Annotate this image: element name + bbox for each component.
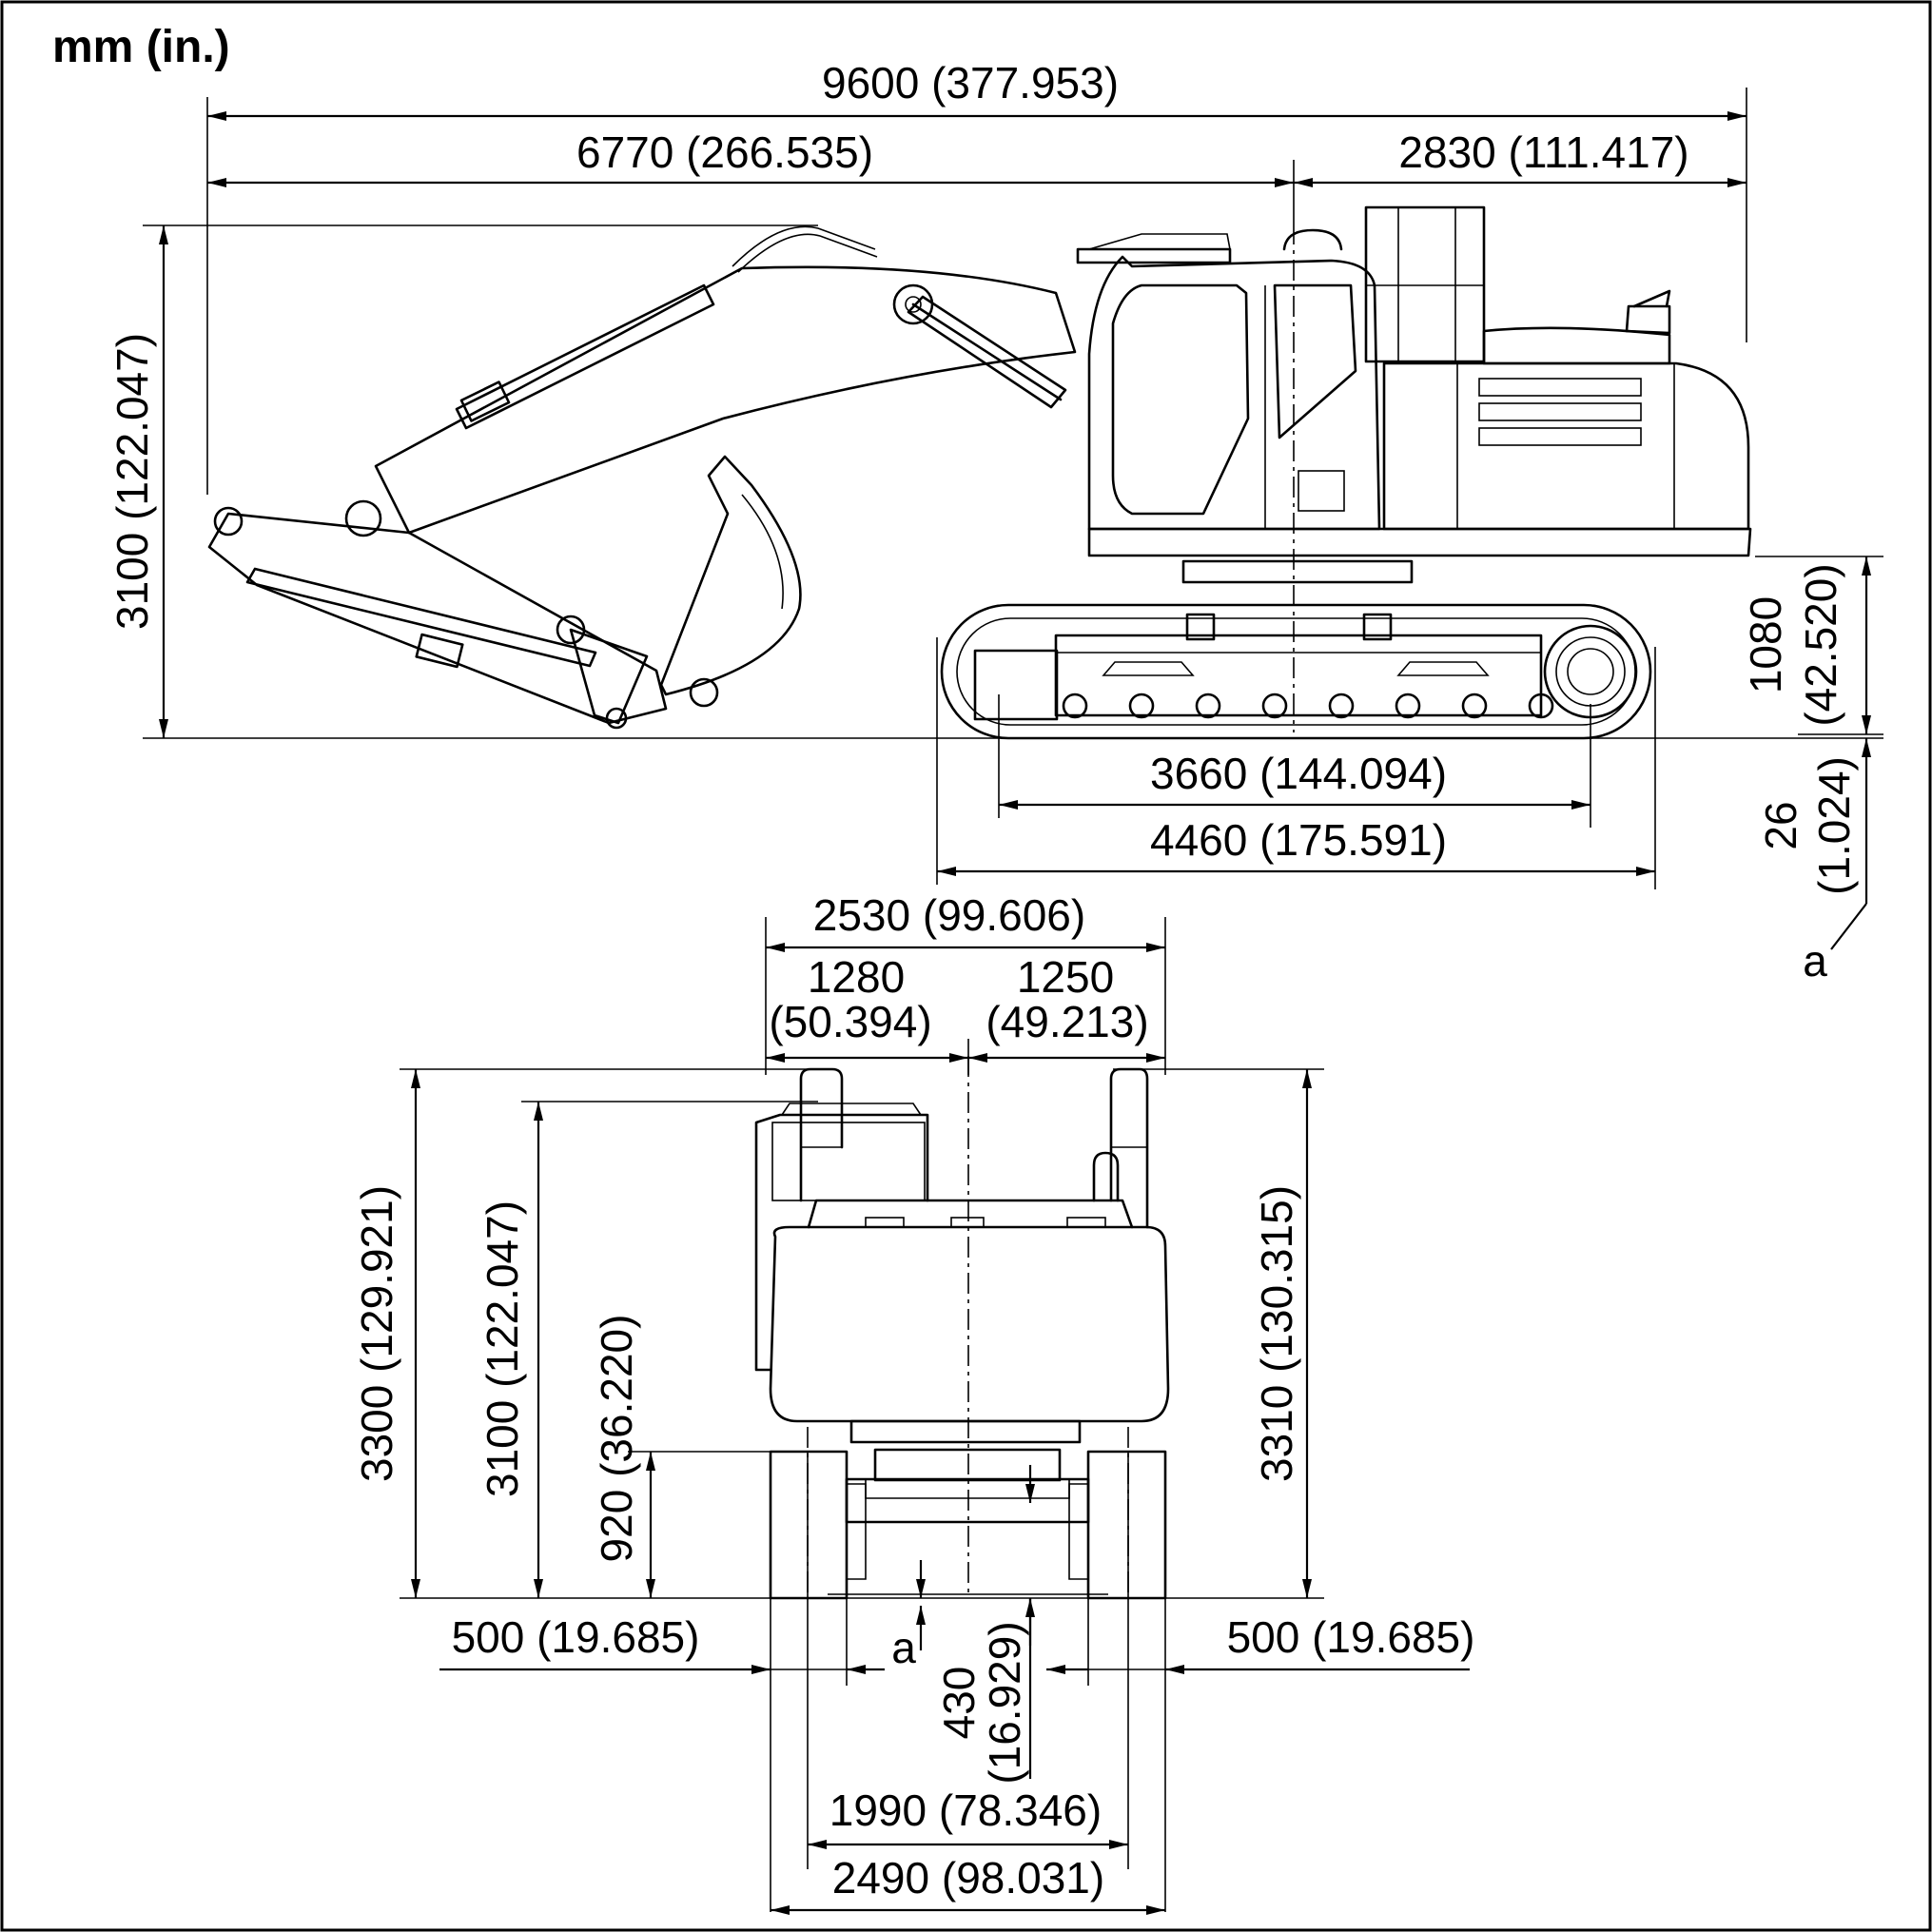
ground-clearance-in: (16.929) bbox=[980, 1621, 1029, 1784]
bucket bbox=[659, 455, 802, 696]
track-gauge-label: 1990 (78.346) bbox=[829, 1786, 1102, 1835]
right-track bbox=[1086, 1450, 1167, 1600]
side-view: 9600 (377.953) 6770 (266.535) 2830 (111.… bbox=[107, 58, 1883, 986]
left-track bbox=[769, 1450, 849, 1600]
cab-front-window bbox=[1111, 283, 1250, 516]
idler-block bbox=[973, 649, 1059, 721]
arm bbox=[207, 512, 668, 725]
bucket-cylinder bbox=[245, 567, 597, 668]
excavator-front-illustration bbox=[754, 1067, 1170, 1600]
front-length-label: 6770 (266.535) bbox=[576, 127, 873, 177]
swing-bearing bbox=[1181, 559, 1414, 584]
sprocket bbox=[1543, 624, 1638, 719]
left-half-in: (50.394) bbox=[769, 997, 931, 1046]
lower-frame bbox=[845, 1477, 1090, 1524]
left-shoe-width-label: 500 (19.685) bbox=[452, 1612, 700, 1662]
front-view: 3300 (129.921) 3100 (122.047) 920 (36.22… bbox=[352, 890, 1475, 1915]
boom bbox=[374, 265, 1077, 535]
grouser-height-mm: 26 bbox=[1756, 801, 1805, 849]
right-half-in: (49.213) bbox=[986, 997, 1148, 1046]
cab-door-window bbox=[1273, 283, 1357, 439]
tumbler-distance-label: 3660 (144.094) bbox=[1150, 749, 1447, 798]
cab-roof-guard bbox=[1076, 247, 1232, 264]
grouser-marker-front: a bbox=[891, 1623, 916, 1672]
undercarriage-width-label: 2490 (98.031) bbox=[832, 1853, 1104, 1903]
boom-cylinder bbox=[911, 302, 1063, 401]
front-swing-bearing bbox=[849, 1419, 1082, 1444]
arm-cylinder bbox=[455, 283, 715, 430]
handrail-height-label: 3300 (129.921) bbox=[352, 1185, 401, 1482]
right-shoe-width-label: 500 (19.685) bbox=[1227, 1612, 1475, 1662]
left-half-mm: 1280 bbox=[808, 952, 905, 1002]
exhaust-stack bbox=[1625, 304, 1671, 335]
grouser-height-in: (1.024) bbox=[1809, 756, 1859, 895]
overall-length-label: 9600 (377.953) bbox=[822, 58, 1119, 107]
rear-length-label: 2830 (111.417) bbox=[1398, 127, 1688, 177]
track-rollers bbox=[1062, 693, 1554, 719]
ground-clearance-mm: 430 bbox=[934, 1667, 984, 1740]
grouser-marker-side: a bbox=[1803, 936, 1827, 986]
front-cab bbox=[754, 1113, 929, 1372]
counterweight-clearance-mm: 1080 bbox=[1741, 596, 1790, 693]
engine-grille bbox=[1478, 378, 1642, 446]
engine-cover bbox=[1382, 361, 1750, 531]
track-length-label: 4460 (175.591) bbox=[1150, 815, 1447, 865]
boom-height-label: 3100 (122.047) bbox=[107, 333, 157, 630]
front-upper-body bbox=[769, 1225, 1170, 1423]
counterweight-clearance-in: (42.520) bbox=[1796, 563, 1845, 726]
cab-height-label: 3100 (122.047) bbox=[478, 1200, 527, 1497]
center-frame bbox=[873, 1448, 1062, 1482]
upper-width-label: 2530 (99.606) bbox=[813, 890, 1085, 940]
right-handrail-height-label: 3310 (130.315) bbox=[1252, 1185, 1301, 1482]
unit-label: mm (in.) bbox=[52, 22, 230, 72]
excavator-side-illustration bbox=[207, 205, 1752, 740]
right-half-mm: 1250 bbox=[1017, 952, 1114, 1002]
front-exhaust bbox=[1092, 1151, 1120, 1202]
cab-outline bbox=[1087, 255, 1381, 531]
track-outline bbox=[940, 603, 1652, 740]
side-handrail bbox=[1364, 205, 1486, 363]
front-left-handrail bbox=[799, 1067, 844, 1202]
upper-structure bbox=[1087, 527, 1752, 557]
body-clearance-label: 920 (36.220) bbox=[592, 1315, 641, 1563]
cab-side-panel bbox=[1298, 470, 1345, 512]
front-right-handrail bbox=[1109, 1067, 1149, 1229]
front-engine-hood bbox=[807, 1199, 1134, 1229]
